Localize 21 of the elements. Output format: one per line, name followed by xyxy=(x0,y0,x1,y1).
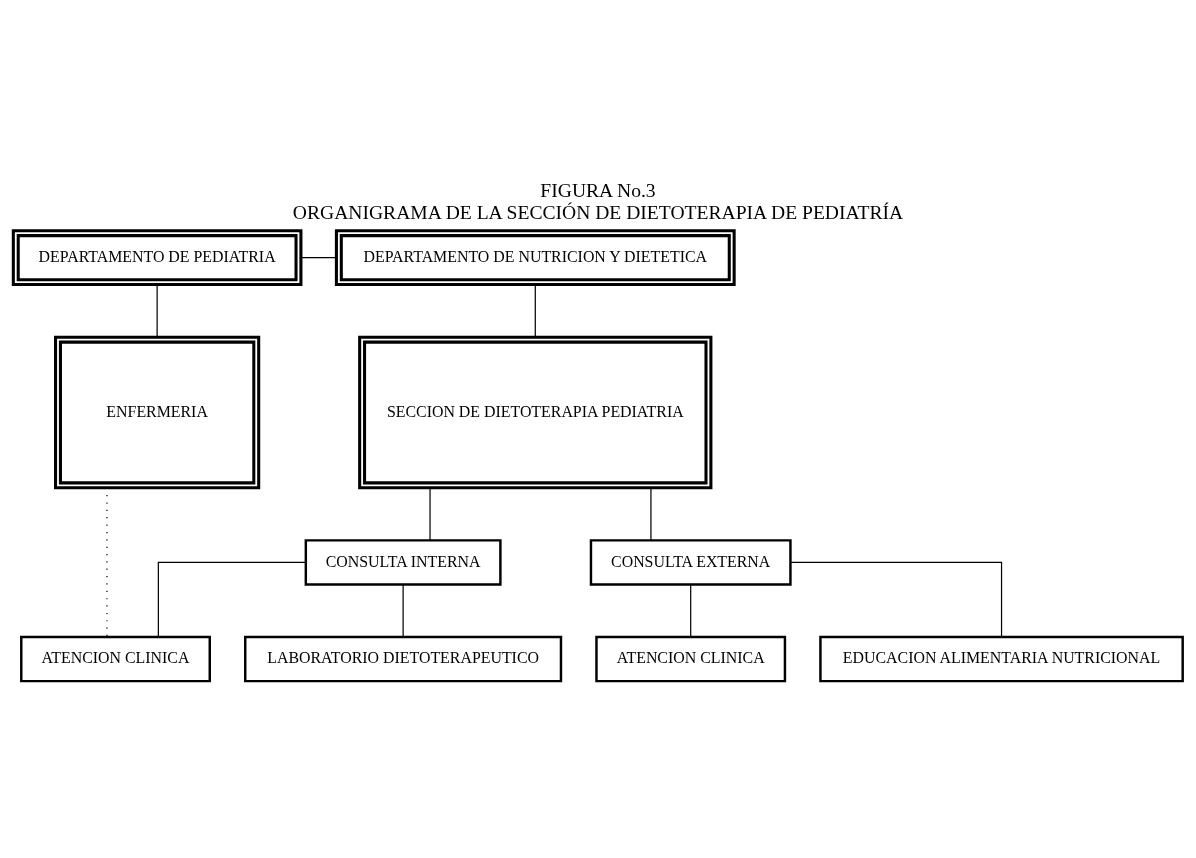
connector xyxy=(156,284,158,338)
node-box: DEPARTAMENTO DE PEDIATRIA xyxy=(11,229,303,287)
node-box: DEPARTAMENTO DE NUTRICION Y DIETETICA xyxy=(334,229,736,287)
node-box: CONSULTA EXTERNA xyxy=(589,539,792,586)
node-box: ATENCION CLINICA xyxy=(595,635,787,683)
connector xyxy=(650,487,652,541)
diagram-title: FIGURA No.3 xyxy=(540,180,656,202)
connector xyxy=(429,487,431,541)
connector xyxy=(402,584,404,638)
node-box: SECCION DE DIETOTERAPIA PEDIATRIA xyxy=(358,335,713,490)
connector xyxy=(534,284,536,338)
node-box: CONSULTA INTERNA xyxy=(304,539,502,586)
node-box: EDUCACION ALIMENTARIA NUTRICIONAL xyxy=(819,635,1184,683)
connector xyxy=(300,257,337,259)
caption: ORGANIGRAMA DE LA SECCIÓN DE DIETOTERAPIA DE PEDIATRÍA xyxy=(292,202,904,224)
connector xyxy=(790,561,1003,638)
connector xyxy=(157,561,307,638)
node-box: ENFERMERIA xyxy=(54,335,261,490)
node-box: ATENCION CLINICA xyxy=(20,635,211,683)
connector xyxy=(690,584,692,638)
node-box: LABORATORIO DIETOTERAPEUTICO xyxy=(244,635,563,683)
